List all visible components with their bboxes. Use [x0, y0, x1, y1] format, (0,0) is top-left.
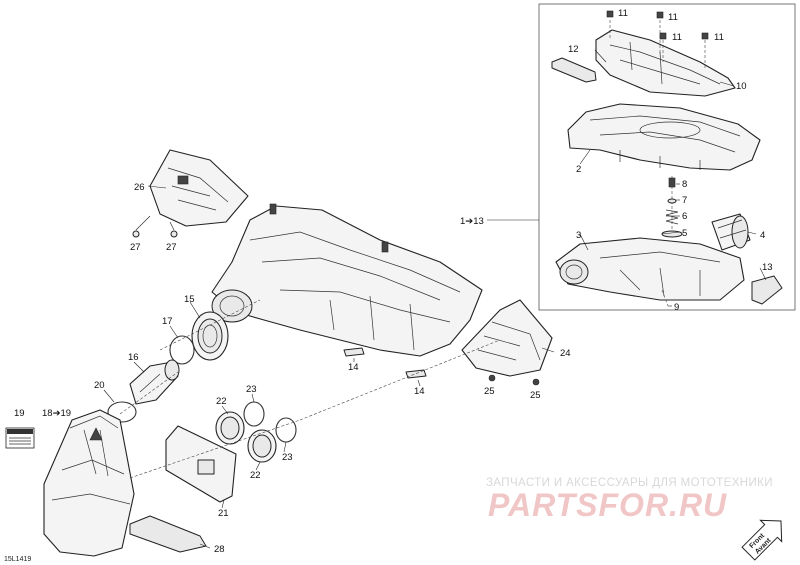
callout-23-b: 23	[282, 452, 293, 463]
callout-21: 21	[218, 508, 229, 519]
fasteners-25	[488, 374, 540, 386]
diagram-code: 15L1419	[4, 556, 31, 563]
callout-2: 2	[576, 164, 581, 175]
part-26-bracket	[149, 149, 249, 227]
callout-11-c: 11	[672, 32, 682, 43]
callout-5: 5	[682, 228, 687, 239]
callout-leaders	[103, 49, 767, 549]
callout-25-b: 25	[530, 390, 541, 401]
inset-frame	[538, 3, 796, 311]
callout-14-b: 14	[414, 386, 425, 397]
part-19-airbox-lower	[43, 409, 135, 557]
callout-14-a: 14	[348, 362, 359, 373]
clips-14	[343, 347, 427, 387]
fasteners-11	[606, 10, 709, 70]
callout-15: 15	[184, 294, 195, 305]
callout-23-a: 23	[246, 384, 257, 395]
part-10-cover	[595, 29, 736, 97]
callout-19: 19	[14, 408, 25, 419]
callout-11-b: 11	[668, 12, 678, 23]
part-16-intake-tube	[129, 359, 180, 405]
callout-28: 28	[214, 544, 225, 555]
part-12-seal-strip	[551, 57, 597, 83]
callout-11-a: 11	[618, 8, 628, 19]
callout-8: 8	[682, 179, 687, 190]
fasteners-27	[132, 215, 178, 238]
callout-27-b: 27	[166, 242, 177, 253]
part-20-clamp	[107, 401, 137, 423]
part-15-coupler	[191, 311, 229, 361]
part-28-pad	[129, 515, 207, 553]
callout-20: 20	[94, 380, 105, 391]
callout-27-a: 27	[130, 242, 141, 253]
callout-3: 3	[576, 230, 581, 241]
callout-13: 13	[762, 262, 773, 273]
callout-6: 6	[682, 211, 687, 222]
main-airbox-assembly	[211, 203, 483, 357]
callout-9: 9	[674, 302, 679, 313]
callout-16: 16	[128, 352, 139, 363]
callout-7: 7	[682, 195, 687, 206]
callout-22-a: 22	[216, 396, 227, 407]
callout-4: 4	[760, 230, 765, 241]
part-3-lower-housing	[555, 237, 745, 307]
part-17-ring	[169, 335, 195, 365]
centerlines	[119, 299, 501, 479]
part-21-plate	[165, 425, 237, 503]
part-4-filter	[711, 213, 751, 251]
warning-label-19	[5, 427, 35, 449]
watermark-brand: PARTSFOR.RU	[488, 487, 727, 523]
part-13-pad	[751, 275, 783, 305]
callout-10: 10	[736, 81, 747, 92]
callout-12: 12	[568, 44, 579, 55]
callout-1-13: 1➔13	[460, 216, 484, 227]
hardware-stack-5-8	[661, 176, 683, 238]
watermark-tagline: ЗАПЧАСТИ И АКСЕССУАРЫ ДЛЯ МОТОТЕХНИКИ	[486, 477, 773, 489]
callout-11-d: 11	[714, 32, 724, 43]
parts-22-23-sleeves	[215, 401, 297, 463]
callout-18-19: 18➔19	[42, 408, 71, 419]
callout-17: 17	[162, 316, 173, 327]
part-24-bracket	[461, 299, 553, 377]
callout-22-b: 22	[250, 470, 261, 481]
part-2-upper-housing	[567, 103, 761, 171]
callout-24: 24	[560, 348, 571, 359]
front-direction-badge: Front Avant	[741, 519, 783, 561]
callout-25-a: 25	[484, 386, 495, 397]
callout-26: 26	[134, 182, 145, 193]
